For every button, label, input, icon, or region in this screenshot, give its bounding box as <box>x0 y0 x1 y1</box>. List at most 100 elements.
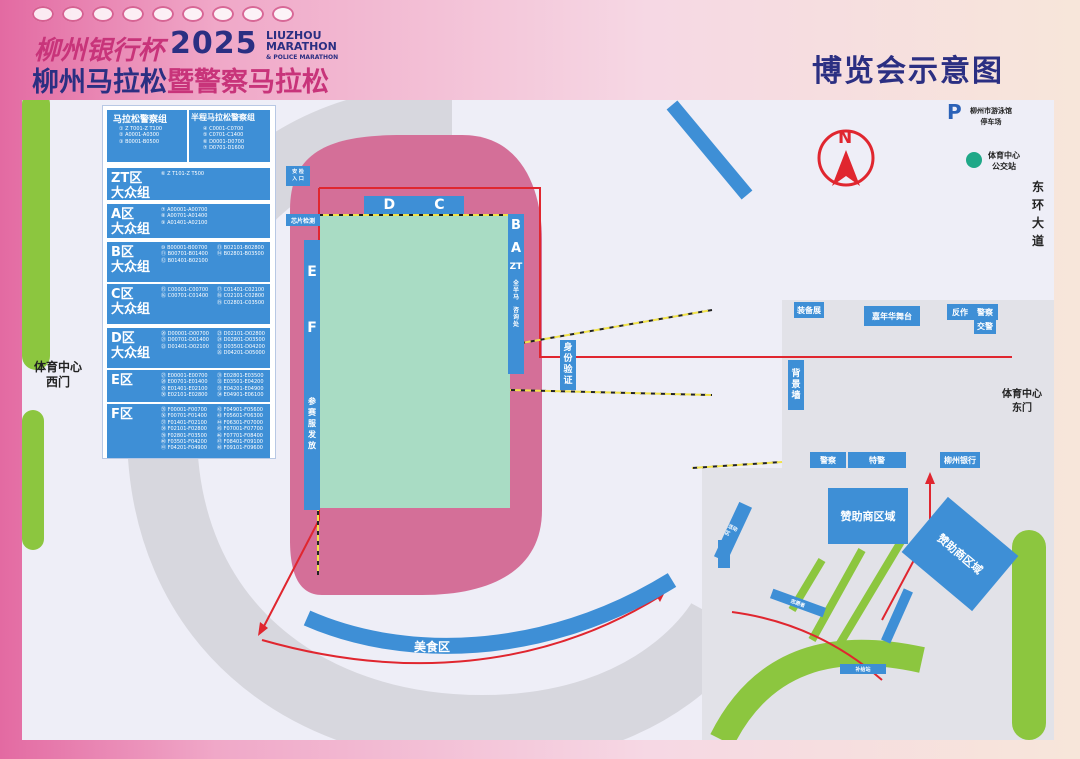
north-booth <box>666 100 753 200</box>
legend-range: ㉛ E02801-E03500 <box>217 373 264 379</box>
legend-range: ㊼ F08401-F09100 <box>217 439 263 446</box>
legend-range-list: ⑥ Z T101-Z T500 <box>161 171 204 177</box>
legend-range: ㉟ F00001-F00700 <box>161 407 207 413</box>
sponsor-logos <box>32 6 302 26</box>
north-label: N <box>838 128 853 148</box>
barrier-line <box>509 309 713 346</box>
green-strip-west <box>22 100 50 370</box>
legend-range: ㉘ E00701-E01400 <box>161 379 208 386</box>
legend-range: ⑥ Z T101-Z T500 <box>161 171 205 177</box>
legend-range: ㊻ F07701-F08400 <box>217 432 263 439</box>
logo-icon <box>272 6 294 22</box>
route-arrow <box>258 622 268 636</box>
route-line <box>261 594 663 665</box>
title-en: LIUZHOU MARATHON & POLICE MARATHON <box>266 29 339 61</box>
group-legend-panel: 马拉松警察组 ① Z T001-Z T100 ② A0001-A0300 ③ B… <box>102 105 276 459</box>
legend-range: ㉗ E00001-E00700 <box>161 373 208 379</box>
legend-range: ⑮ C00001-C00700 <box>161 287 209 293</box>
legend-row: ZT区大众组 ⑥ Z T101-Z T500 <box>107 168 270 201</box>
booth-stage: 嘉年华舞台 <box>864 306 920 326</box>
legend-range: ㉑ D00701-D01400 <box>161 337 209 344</box>
logo-icon <box>212 6 234 22</box>
id-verify-booth: 身份验证 <box>560 340 576 390</box>
booth-police: 警察 <box>810 452 846 468</box>
legend-row-label: ZT区 <box>111 171 143 186</box>
map-canvas: 马拉松警察组 ① Z T001-Z T100 ② A0001-A0300 ③ B… <box>22 100 1054 740</box>
legend-row-sublabel: 大众组 <box>111 302 151 317</box>
legend-row-label: C区 <box>111 287 134 302</box>
field <box>318 215 510 508</box>
legend-range: ㊱ F00701-F01400 <box>161 413 207 420</box>
legend-range: ㉚ E02101-E02800 <box>161 392 208 399</box>
legend-range: ⑯ C00701-C01400 <box>161 293 209 300</box>
legend-range: ㊵ F03501-F04200 <box>161 439 207 446</box>
food-zone-arc <box>303 573 677 654</box>
legend-range: ㊲ F01401-F02100 <box>161 419 207 426</box>
east-road-label: 东环大道 <box>1032 180 1045 248</box>
west-gate-label: 体育中心西门 <box>34 360 83 389</box>
green-strip-west-2 <box>22 410 44 550</box>
green-strip-east <box>1012 530 1046 740</box>
green-arc <box>710 639 925 740</box>
route-arrow <box>925 472 935 484</box>
barrier-line <box>509 389 713 396</box>
booth-bank: 柳州银行 <box>940 452 980 468</box>
east-plaza <box>782 300 1054 470</box>
logo-icon <box>92 6 114 22</box>
booth-r1: 反作 <box>947 304 973 320</box>
legend-range: ㉒ D01401-D02100 <box>161 343 209 350</box>
legend-row-sublabel: 大众组 <box>111 186 151 201</box>
logo-icon <box>182 6 204 22</box>
barrier-line <box>691 461 783 469</box>
legend-police-right: 半程马拉松警察组 ④ C0001-C0700 ⑤ C0701-C1400 ⑥ D… <box>189 110 270 162</box>
legend-range: ⑨ A01401-A02100 <box>161 219 208 226</box>
legend-row-label: B区 <box>111 245 134 260</box>
legend-row-sublabel: 大众组 <box>111 260 151 275</box>
legend-range: ⑧ A00701-A01400 <box>161 213 208 220</box>
logo-icon <box>62 6 84 22</box>
legend-range: ⑱ C02101-C02800 <box>217 293 265 300</box>
logo-icon <box>152 6 174 22</box>
legend-range: ㊽ F09101-F09600 <box>217 445 263 452</box>
zone-bazt-bar: B A ZT 全半马 咨询处 <box>508 214 524 374</box>
legend-range: ㉖ D04201-D05000 <box>217 350 265 357</box>
legend-range: ㉞ E04901-E06100 <box>217 392 264 399</box>
legend-range: ⑲ C02801-C03500 <box>217 299 265 306</box>
booth-r3: 交警 <box>974 318 996 334</box>
barrier-line <box>509 389 713 396</box>
east-gate-label: 体育中心东门 <box>1002 389 1042 414</box>
map-title: 博览会示意图 <box>812 54 1004 89</box>
legend-range: ㉜ E03501-E04200 <box>217 379 264 386</box>
bus-label: 体育中心公交站 <box>988 151 1020 171</box>
legend-range: ㊴ F02801-F03500 <box>161 432 207 439</box>
legend-row-sublabel: 大众组 <box>111 222 151 237</box>
legend-range: ㊺ F07001-F07700 <box>217 426 263 433</box>
parking-label: 柳州市游泳馆停车场 <box>970 107 1012 126</box>
legend-range: ⑬ B02101-B02800 <box>217 245 264 251</box>
title-year: 2025 <box>170 26 258 61</box>
small-booth: 补给站 <box>840 664 886 674</box>
booth-special-police: 特警 <box>848 452 906 468</box>
bus-icon <box>966 152 982 168</box>
logo-icon <box>32 6 54 22</box>
legend-range: ⑰ C01401-C02100 <box>217 287 265 293</box>
legend-range: ㊷ F04901-F05600 <box>217 407 263 413</box>
legend-range: ㊶ F04201-F04900 <box>161 445 207 452</box>
parking-icon: P <box>947 100 962 124</box>
legend-range: ⑦ A00001-A00700 <box>161 207 208 213</box>
legend-range: ㊹ F06301-F07000 <box>217 419 263 426</box>
legend-row-sublabel: 大众组 <box>111 346 151 361</box>
green-bar <box>826 537 906 663</box>
